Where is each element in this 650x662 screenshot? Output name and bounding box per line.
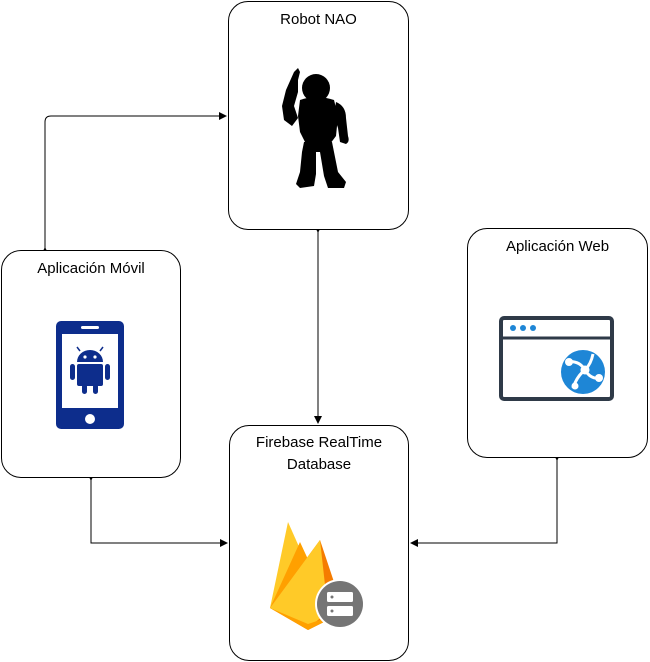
android-phone-icon [56,321,124,429]
node-firebase-title-line1: Firebase RealTime [255,434,383,451]
node-robot-nao-title: Robot NAO [280,11,357,28]
node-firebase-title-line2: Database [286,456,352,473]
node-aplicacion-web[interactable]: Aplicación Web [467,228,648,458]
firebase-database-icon [270,522,365,630]
node-aplicacion-web-title: Aplicación Web [505,238,610,255]
edge-movil-firebase [87,473,228,547]
edge-movil-robot [41,112,227,255]
edge-web-firebase [410,453,561,547]
node-aplicacion-movil-title: Aplicación Móvil [37,260,145,277]
humanoid-robot-icon [282,68,349,188]
web-app-icon [499,316,614,401]
